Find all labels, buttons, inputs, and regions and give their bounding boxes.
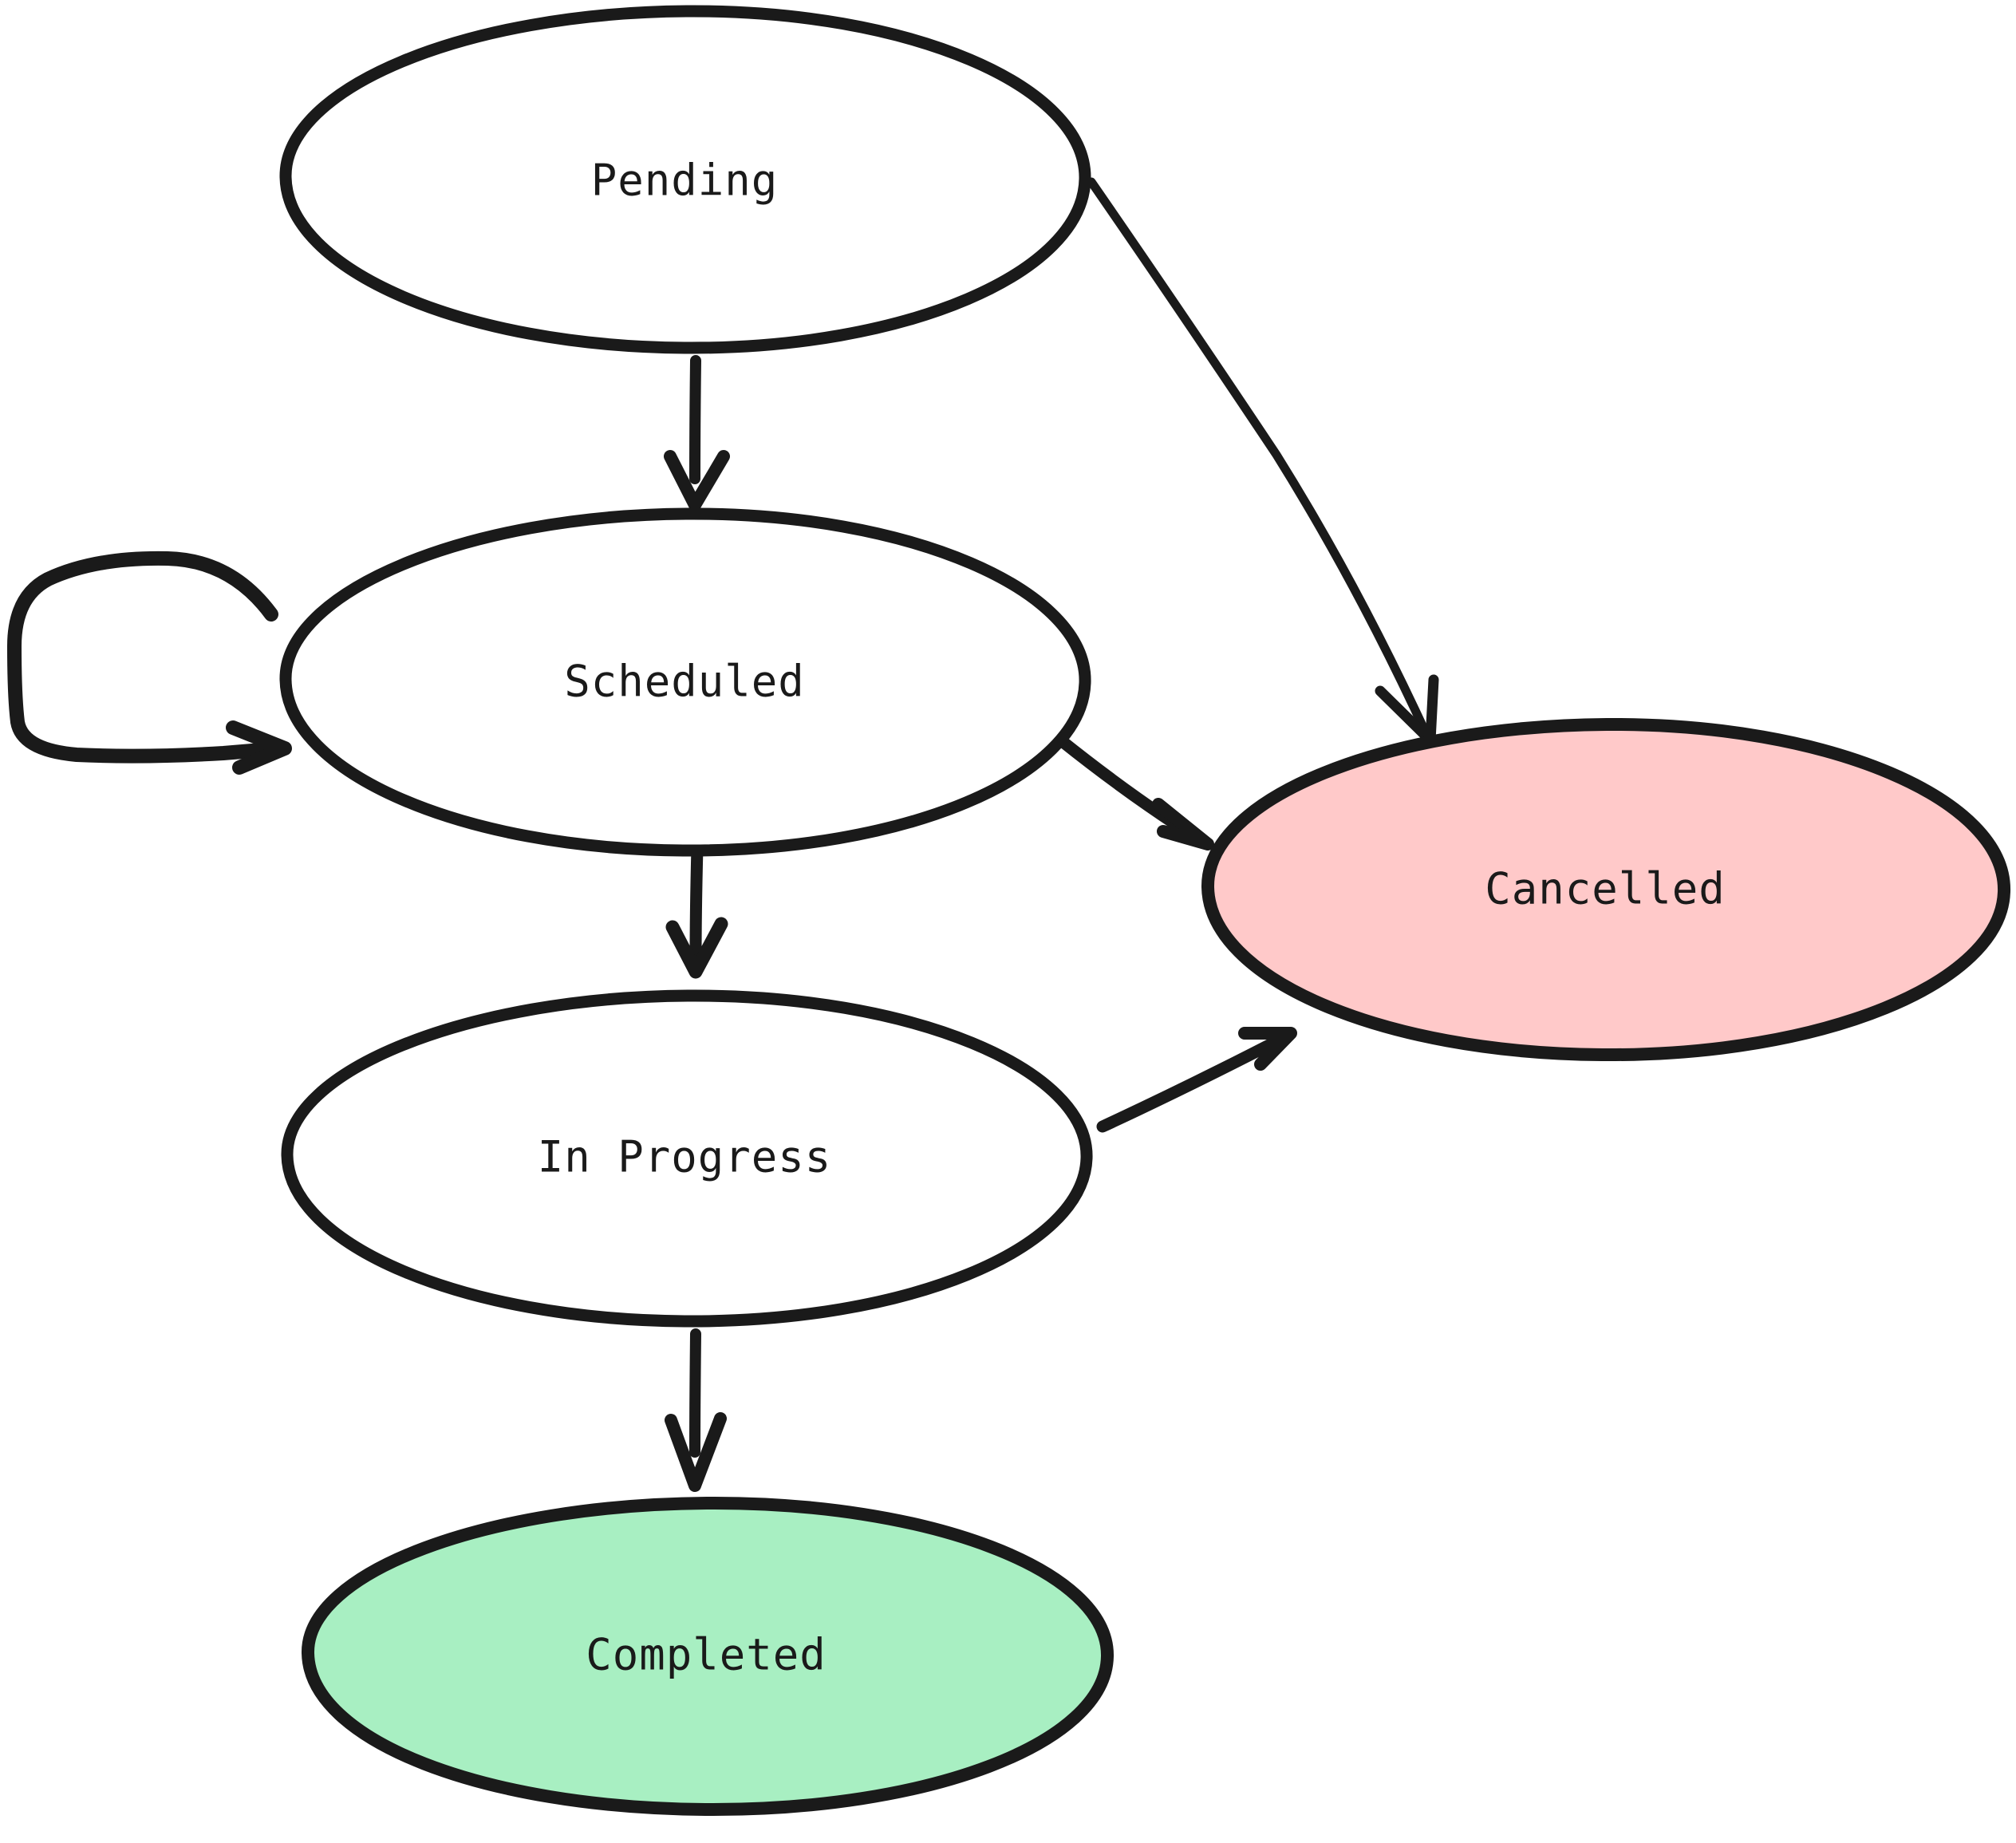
node-in-progress[interactable]: In Progress [281,989,1093,1328]
node-pending[interactable]: Pending [279,5,1091,354]
node-completed-label: Completed [586,1630,827,1680]
node-cancelled-label: Cancelled [1485,864,1726,914]
node-scheduled[interactable]: Scheduled [279,507,1091,857]
node-in-progress-label: In Progress [538,1132,832,1182]
node-cancelled[interactable]: Cancelled [1201,717,2011,1062]
edge-pending-to-scheduled [664,355,730,511]
edge-scheduled-to-cancelled [1055,734,1214,850]
node-completed[interactable]: Completed [301,1496,1115,1817]
edge-in-progress-to-completed [665,1328,727,1492]
node-pending-label: Pending [591,156,779,206]
edge-scheduled-to-in-progress [665,841,728,979]
node-scheduled-label: Scheduled [564,657,805,707]
edge-pending-to-cancelled [1087,177,1439,746]
edge-in-progress-to-cancelled [1096,1027,1297,1133]
edge-scheduled-self-loop [7,551,292,775]
